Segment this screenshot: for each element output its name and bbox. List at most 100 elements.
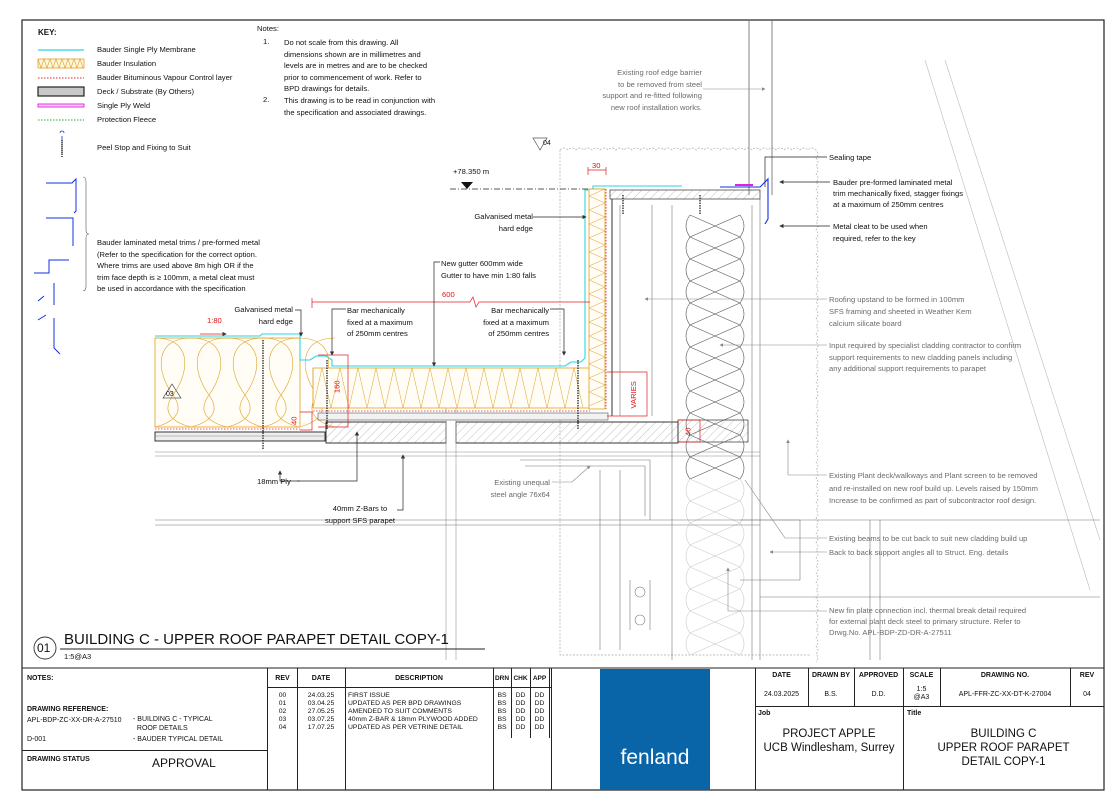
- drawing-status: APPROVAL: [152, 756, 216, 770]
- note-2-text: This drawing is to be read in conjunctio…: [284, 96, 436, 117]
- revision-chk: DD: [515, 700, 526, 707]
- description-header: DESCRIPTION: [395, 675, 443, 682]
- existing-steel: [155, 459, 1100, 660]
- detail-number: 01: [37, 641, 51, 655]
- dim-40-right: 40: [683, 427, 693, 437]
- approved-label: APPROVED: [858, 672, 899, 679]
- revision-description: UPDATED AS PER VETRINE DETAIL: [348, 724, 463, 731]
- revision-drn: BS: [497, 708, 507, 715]
- revision-description: 40mm Z-BAR & 18mm PLYWOOD ADDED: [348, 716, 478, 723]
- insulation-upstand: [588, 188, 606, 407]
- key-title: KEY:: [38, 28, 57, 37]
- revision-chk: DD: [515, 716, 526, 723]
- revision-app: DD: [534, 700, 545, 707]
- metal-trim: [720, 177, 769, 225]
- title-value: BUILDING C UPPER ROOF PARAPET DETAIL COP…: [937, 728, 1070, 768]
- detail-scale: 1:5@A3: [64, 652, 92, 661]
- deck-slab: [455, 421, 679, 444]
- dim-160: 160: [332, 380, 342, 394]
- key-item-weld: Single Ply Weld: [97, 101, 151, 110]
- annotation-cladding-input: Input required by specialist cladding co…: [829, 341, 1022, 373]
- drawing-reference-label: DRAWING REFERENCE:: [27, 706, 109, 713]
- chk-header: CHK: [513, 675, 528, 682]
- annotation-support-angles: Back to back support angles all to Struc…: [829, 548, 1009, 557]
- revision-date: 03.07.25: [307, 716, 335, 723]
- annotation-sealing-tape: Sealing tape: [829, 153, 872, 162]
- revision-app: DD: [534, 724, 545, 731]
- annotation-plant-deck: Existing Plant deck/walkways and Plant s…: [829, 471, 1038, 505]
- key-item-deck: Deck / Substrate (By Others): [97, 87, 195, 96]
- tag-03-triangle: [162, 383, 182, 399]
- annotation-hard-edge-upper: Galvanised metal hard edge: [474, 212, 533, 233]
- annotation-z-bars: 40mm Z-Bars to support SFS parapet: [324, 504, 396, 525]
- drawing-no-value: APL-FFR-ZC-XX-DT-K-27004: [958, 691, 1052, 698]
- annotation-fin-plate: New fin plate connection incl. thermal b…: [829, 606, 1027, 637]
- reference-desc: - BAUDER TYPICAL DETAIL: [133, 736, 224, 743]
- revision-app: DD: [534, 692, 545, 699]
- reference-desc: - BUILDING C - TYPICAL ROOF DETAILS: [133, 716, 213, 732]
- revision-drn: BS: [497, 700, 507, 707]
- job-label: Job: [758, 710, 771, 717]
- dim-varies: VARIES: [628, 381, 638, 409]
- revision-drn: BS: [497, 692, 507, 699]
- job-value: PROJECT APPLE UCB Windlesham, Surrey: [763, 728, 895, 754]
- date-label: DATE: [772, 672, 791, 679]
- approved-value: D.D.: [871, 691, 886, 698]
- key-item-vcl: Bauder Bituminous Vapour Control layer: [97, 73, 233, 82]
- drawn-by-label: DRAWN BY: [811, 672, 851, 679]
- rev-header: REV: [275, 675, 290, 682]
- reference-code: D-001: [27, 736, 47, 743]
- revision-description: AMENDED TO SUIT COMMENTS: [348, 708, 452, 715]
- fixings: [262, 195, 701, 450]
- dim-600: 600: [442, 290, 455, 299]
- fenland-logo: fenland: [600, 669, 710, 790]
- tag-04-triangle: [532, 137, 548, 151]
- drawing-no-label: DRAWING NO.: [980, 672, 1030, 679]
- tag-03: 03: [166, 391, 174, 398]
- revision-chk: DD: [515, 692, 526, 699]
- detail-title: BUILDING C - UPPER ROOF PARAPET DETAIL C…: [64, 631, 449, 648]
- deck-slab: [325, 421, 447, 444]
- revision-app: DD: [534, 716, 545, 723]
- annotation-bar-fixed-left: Bar mechanically fixed at a maximum of 2…: [347, 306, 413, 338]
- revision-rev: 04: [278, 724, 287, 731]
- revision-date: 24.03.25: [307, 692, 335, 699]
- revision-drn: BS: [497, 716, 507, 723]
- notes-label: NOTES:: [27, 675, 54, 682]
- dim-30: 30: [592, 161, 601, 170]
- level-label: +78.350 m: [453, 167, 490, 176]
- rev-label: REV: [1079, 672, 1095, 679]
- scale-value: 1:5 @A3: [913, 686, 930, 701]
- annotation-hard-edge-lower: Galvanised metal hard edge: [234, 305, 293, 326]
- revision-chk: DD: [515, 708, 526, 715]
- key-trims: Bauder laminated metal trims / pre-forme…: [97, 238, 260, 293]
- level-marker: [450, 182, 590, 190]
- revision-cloud: [559, 147, 819, 663]
- logo-text: fenland: [620, 746, 690, 769]
- reference-code: APL-BDP-ZC-XX-DR-A-27510: [27, 717, 122, 724]
- annotation-bar-fixed-right: Bar mechanically fixed at a maximum of 2…: [483, 306, 549, 338]
- revision-rev: 02: [278, 708, 287, 715]
- annotation-ply: 18mm Ply: [257, 477, 291, 486]
- key-item-fleece: Protection Fleece: [97, 115, 157, 124]
- note-1-text: Do not scale from this drawing. All dime…: [284, 38, 428, 93]
- annotation-barrier: Existing roof edge barrier to be removed…: [602, 68, 702, 112]
- key-swatches: [34, 49, 90, 355]
- revision-app: DD: [534, 708, 545, 715]
- revision-rev: 03: [278, 716, 287, 723]
- revision-description: FIRST ISSUE: [348, 692, 390, 699]
- app-header: APP: [532, 675, 547, 682]
- drn-header: DRN: [494, 675, 510, 682]
- annotation-preformed-trim: Bauder pre-formed laminated metal trim m…: [833, 178, 963, 209]
- membrane-line: [155, 185, 682, 367]
- tag-04: 04: [543, 140, 551, 147]
- drawing-status-label: DRAWING STATUS: [27, 756, 90, 763]
- scale-label: SCALE: [909, 672, 934, 679]
- sheet-border: [21, 19, 1105, 791]
- key-item-membrane: Bauder Single Ply Membrane: [97, 45, 196, 54]
- fall-label: 1:80: [207, 316, 222, 325]
- insulation-gutter: [312, 367, 584, 409]
- revision-date: 03.04.25: [307, 700, 335, 707]
- annotation-steel-angle: Existing unequal steel angle 76x64: [490, 478, 550, 499]
